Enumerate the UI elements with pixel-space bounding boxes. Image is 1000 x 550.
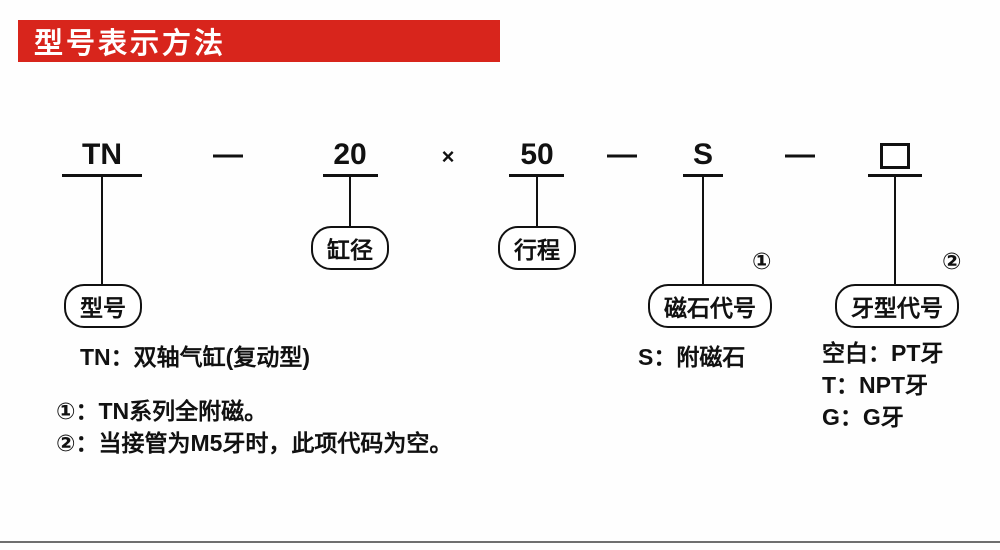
page-bottom-divider <box>0 541 1000 543</box>
underline-model <box>62 174 142 177</box>
section-header-banner: 型号表示方法 <box>18 20 500 62</box>
label-box-bore: 缸径 <box>311 226 389 270</box>
code-part-model: TN <box>82 138 122 171</box>
separator-dash-2: — <box>607 138 637 171</box>
multiply-sign: × <box>441 144 455 169</box>
label-box-model: 型号 <box>64 284 142 328</box>
legend-thread-g: G：G牙 <box>822 404 904 430</box>
connector-magnet <box>702 176 704 286</box>
footnote-mark-2: ② <box>942 248 962 274</box>
separator-dash-1: — <box>213 138 243 171</box>
legend-thread-pt: 空白：PT牙 <box>822 340 944 366</box>
code-part-stroke: 50 <box>520 138 554 171</box>
footnote-1: ①：TN系列全附磁。 <box>56 398 268 424</box>
underline-stroke <box>509 174 564 177</box>
legend-magnet: S：附磁石 <box>638 344 746 370</box>
label-box-stroke: 行程 <box>498 226 576 270</box>
connector-model <box>101 176 103 286</box>
code-part-bore: 20 <box>333 138 367 171</box>
underline-bore <box>323 174 378 177</box>
underline-thread <box>868 174 922 177</box>
separator-dash-3: — <box>785 138 815 171</box>
footnote-mark-1: ① <box>752 248 772 274</box>
legend-thread-npt: T：NPT牙 <box>822 372 929 398</box>
underline-magnet <box>683 174 723 177</box>
page-title: 型号表示方法 <box>34 28 227 60</box>
connector-bore <box>349 176 351 228</box>
footnote-2: ②：当接管为M5牙时，此项代码为空。 <box>56 430 453 456</box>
blank-square-symbol <box>880 143 910 169</box>
connector-thread <box>894 176 896 286</box>
connector-stroke <box>536 176 538 228</box>
label-box-thread: 牙型代号 <box>835 284 959 328</box>
label-box-magnet: 磁石代号 <box>648 284 772 328</box>
code-part-magnet: S <box>692 138 714 171</box>
legend-model: TN：双轴气缸(复动型) <box>80 344 310 370</box>
